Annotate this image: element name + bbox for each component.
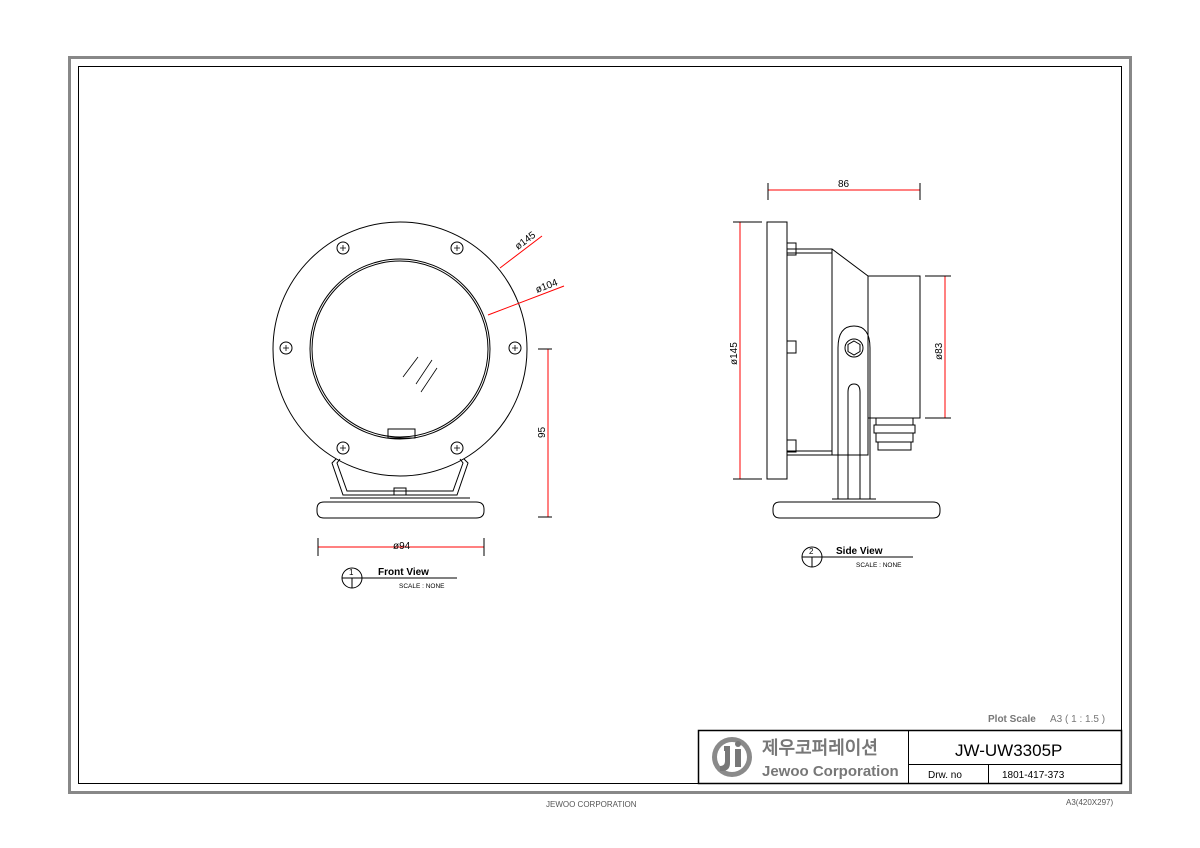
outer-frame	[68, 56, 1132, 794]
company-logo	[712, 737, 752, 777]
bolt-heads	[279, 241, 522, 455]
front-view	[272, 221, 528, 519]
front-view-title: Front View	[378, 567, 429, 578]
model-number: JW-UW3305P	[955, 741, 1062, 760]
footer-paper-size: A3(420X297)	[1066, 798, 1113, 807]
inner-frame	[78, 66, 1122, 784]
front-view-label: 1 Front View SCALE : NONE	[341, 567, 457, 590]
front-view-scale: SCALE : NONE	[399, 583, 445, 590]
footer-company: JEWOO CORPORATION	[546, 800, 637, 809]
side-view-scale: SCALE : NONE	[856, 562, 902, 569]
front-view-number: 1	[349, 568, 354, 577]
dim-side-body-dia: ø83	[934, 342, 945, 360]
title-block: Plot Scale A3 ( 1 : 1.5 ) 제우코퍼레이션 Jewoo …	[697, 714, 1123, 785]
front-dimensions	[317, 235, 565, 556]
dim-side-depth: 86	[838, 179, 850, 190]
drawing-number-value: 1801-417-373	[1002, 770, 1065, 781]
side-view	[766, 221, 941, 519]
drawing-number-label: Drw. no	[928, 770, 962, 781]
side-dimensions	[733, 183, 951, 480]
company-name-korean: 제우코퍼레이션	[762, 738, 878, 759]
side-view-label: 2 Side View SCALE : NONE	[801, 546, 913, 569]
dim-front-height: 95	[537, 426, 548, 438]
company-name-english: Jewoo Corporation	[762, 763, 899, 780]
side-view-title: Side View	[836, 546, 883, 557]
plot-scale-label: Plot Scale	[988, 714, 1036, 725]
dim-front-base-dia: ø94	[393, 541, 411, 552]
plot-scale-value: A3 ( 1 : 1.5 )	[1050, 714, 1105, 725]
dim-side-flange-dia: ø145	[729, 342, 740, 365]
side-view-number: 2	[809, 547, 814, 556]
